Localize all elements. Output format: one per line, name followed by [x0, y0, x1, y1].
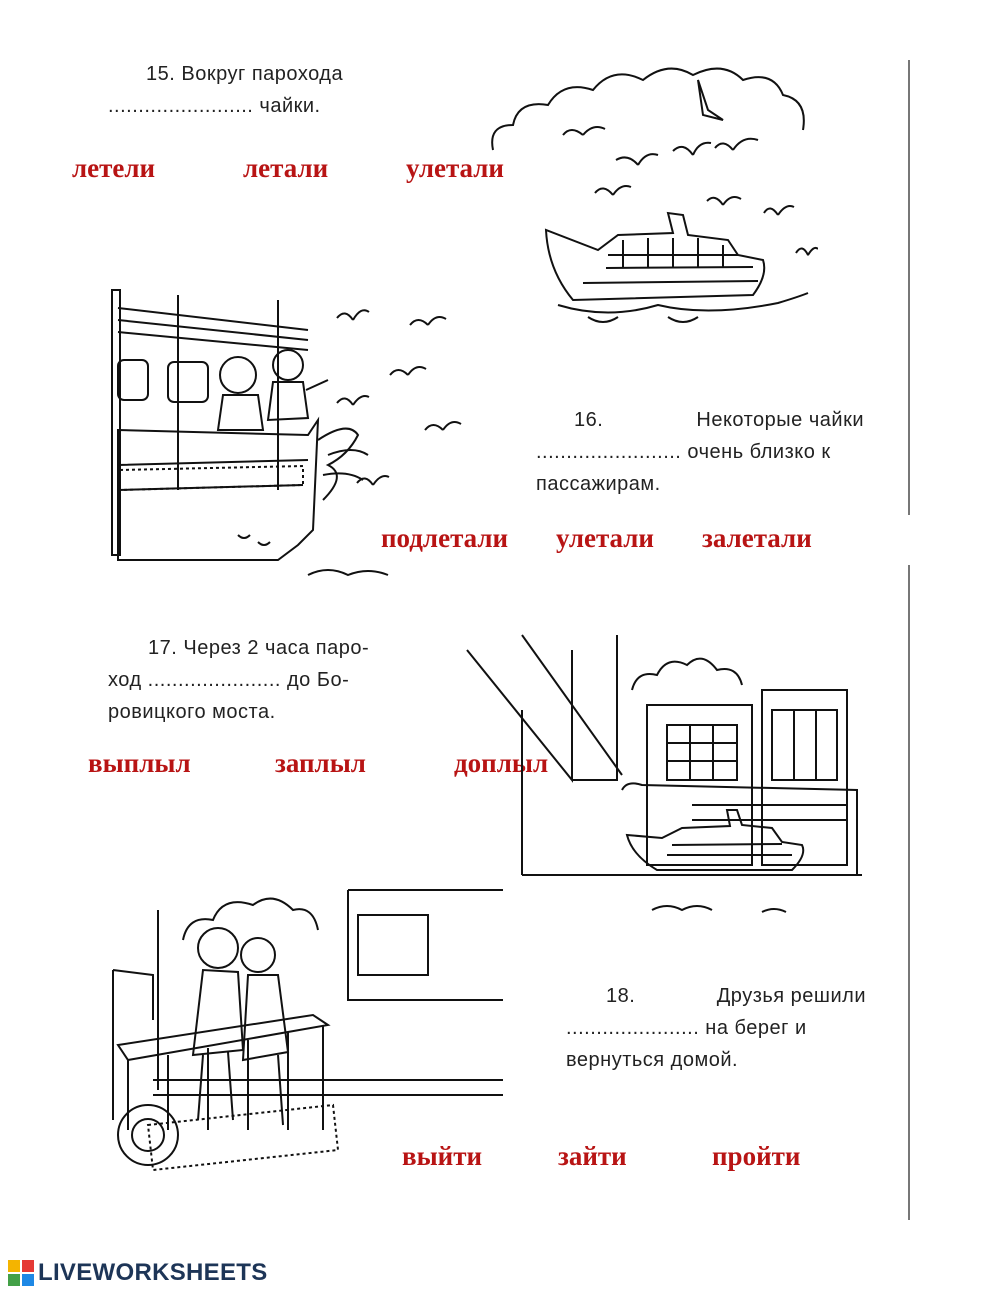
question-16-line-3: пассажирам. — [536, 473, 661, 495]
question-18-text: 18. Друзья решили ...................... … — [566, 980, 866, 1076]
option-16-1[interactable]: подлетали — [381, 523, 509, 553]
question-17-text: 17. Через 2 часа паро- ход .............… — [108, 632, 408, 728]
question-15-number: 15. — [146, 63, 176, 85]
option-18-3[interactable]: пройти — [712, 1141, 801, 1171]
option-15-1[interactable]: летели — [72, 153, 156, 183]
option-15-3[interactable]: улетали — [406, 153, 504, 183]
question-17-line-1: Через 2 часа паро- — [183, 637, 370, 659]
question-15-line-1: Вокруг парохода — [181, 63, 344, 85]
brand-name: LIVEWORKSHEETS — [38, 1259, 268, 1286]
friends-railing-illustration — [108, 880, 508, 1185]
option-17-3[interactable]: доплыл — [454, 748, 549, 778]
option-18-2[interactable]: зайти — [558, 1141, 627, 1171]
question-16-number: 16. — [574, 409, 604, 431]
question-16-line-1: Некоторые чайки — [696, 409, 864, 431]
option-16-3[interactable]: залетали — [702, 523, 812, 553]
option-15-2[interactable]: летали — [243, 153, 329, 183]
liveworksheets-logo-icon — [8, 1260, 34, 1286]
question-17-line-2: ход ...................... до Бо- — [108, 669, 350, 691]
question-18-number: 18. — [606, 985, 636, 1007]
question-17-line-3: ровицкого моста. — [108, 701, 276, 723]
question-15-line-2: ........................ чайки. — [108, 95, 321, 117]
footer-logo[interactable]: LIVEWORKSHEETS — [8, 1258, 268, 1288]
question-16-line-2: ........................ очень близко к — [536, 441, 831, 463]
question-18-line-1: Друзья решили — [716, 985, 866, 1007]
bridge-ship-illustration — [462, 630, 872, 925]
option-16-2[interactable]: улетали — [556, 523, 654, 553]
right-margin-line-top — [908, 60, 910, 515]
question-15-text: 15. Вокруг парохода ....................… — [108, 58, 343, 122]
option-17-1[interactable]: выплыл — [88, 748, 191, 778]
question-17-number: 17. — [148, 637, 178, 659]
right-margin-line-bottom — [908, 565, 910, 1220]
question-18-line-3: вернуться домой. — [566, 1049, 739, 1071]
option-18-1[interactable]: выйти — [402, 1141, 483, 1171]
question-18-line-2: ...................... на берег и — [566, 1017, 807, 1039]
deck-passengers-illustration — [108, 280, 488, 585]
question-16-text: 16. Некоторые чайки .....................… — [536, 404, 864, 500]
option-17-2[interactable]: заплыл — [275, 748, 366, 778]
ship-seagulls-illustration — [488, 55, 818, 335]
